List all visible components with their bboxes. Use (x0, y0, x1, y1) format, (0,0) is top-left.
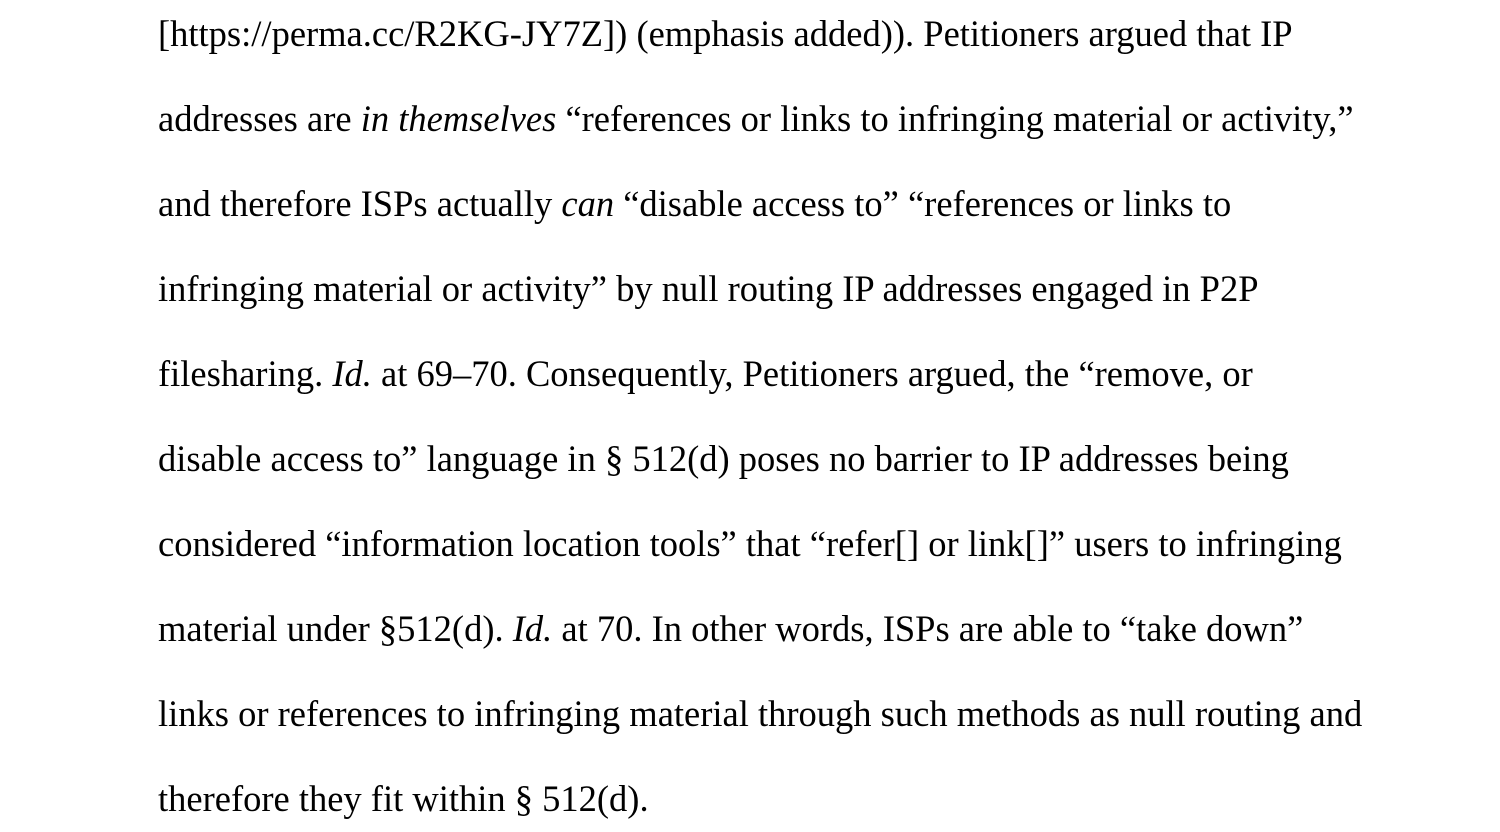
line-3-text-a: and therefore ISPs actually (158, 183, 562, 224)
line-3-text-b: “disable access to” “references or links… (614, 183, 1232, 224)
text-line-5: filesharing. Id. at 69–70. Consequently,… (158, 353, 1253, 394)
text-line-8: material under §512(d). Id. at 70. In ot… (158, 608, 1304, 649)
line-8-citation: Id. (512, 608, 553, 649)
text-line-1: [https://perma.cc/R2KG-JY7Z]) (emphasis … (158, 13, 1293, 54)
line-2-text-b: “references or links to infringing mater… (556, 98, 1354, 139)
line-8-text-b: at 70. In other words, ISPs are able to … (552, 608, 1304, 649)
line-2-emphasis: in themselves (360, 98, 557, 139)
text-line-10: therefore they fit within § 512(d). (158, 778, 649, 819)
line-3-emphasis: can (561, 183, 615, 224)
text-line-4: infringing material or activity” by null… (158, 268, 1259, 309)
line-5-text-a: filesharing. (158, 353, 333, 394)
text-line-3: and therefore ISPs actually can “disable… (158, 183, 1232, 224)
line-6-text: disable access to” language in § 512(d) … (158, 438, 1289, 479)
line-5-text-b: at 69–70. Consequently, Petitioners argu… (371, 353, 1253, 394)
text-line-2: addresses are in themselves “references … (158, 98, 1354, 139)
line-7-text: considered “information location tools” … (158, 523, 1342, 564)
line-8-text-a: material under §512(d). (158, 608, 513, 649)
line-4-text: infringing material or activity” by null… (158, 268, 1259, 309)
text-line-7: considered “information location tools” … (158, 523, 1342, 564)
line-9-text: links or references to infringing materi… (158, 693, 1363, 734)
line-2-text-a: addresses are (158, 98, 361, 139)
line-10-text: therefore they fit within § 512(d). (158, 778, 649, 819)
text-line-6: disable access to” language in § 512(d) … (158, 438, 1289, 479)
text-line-9: links or references to infringing materi… (158, 693, 1363, 734)
line-5-citation: Id. (332, 353, 372, 394)
line-1-text: [https://perma.cc/R2KG-JY7Z]) (emphasis … (158, 13, 1293, 54)
